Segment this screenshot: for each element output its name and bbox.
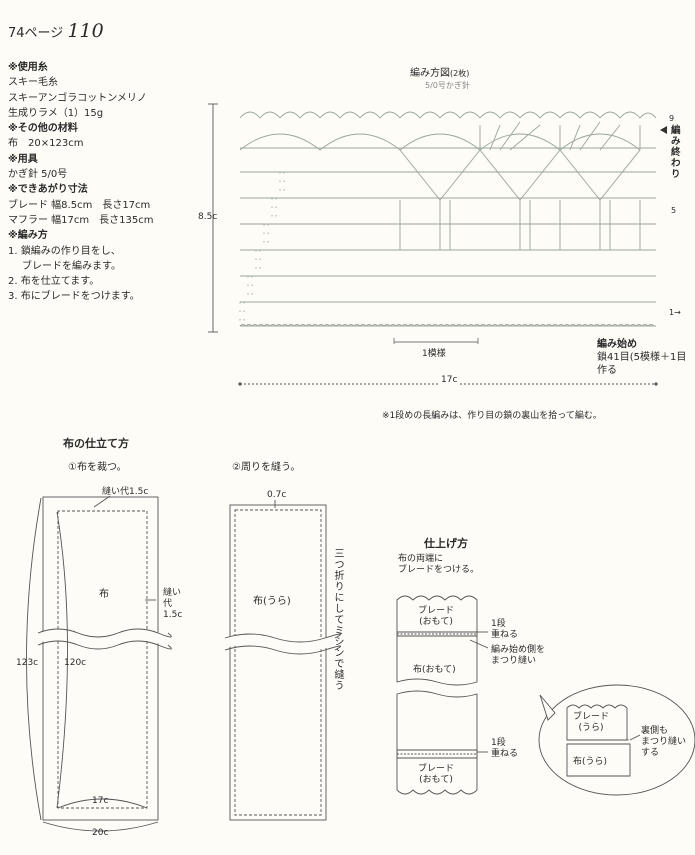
seam-label: 縫い代1.5c bbox=[102, 487, 149, 497]
back-2: まつり縫い bbox=[641, 737, 687, 747]
detail-braid-name: ブレード bbox=[573, 712, 610, 722]
seam-side-label: 縫い代1.5c bbox=[163, 588, 183, 620]
materials-line: ※編み方 bbox=[8, 230, 48, 242]
chart-note: ※1段めの長編みは、作り目の鎖の裏山を拾って編む。 bbox=[382, 411, 602, 421]
finish-desc2: ブレードをつける。 bbox=[398, 565, 480, 575]
back-1: 裏側も bbox=[641, 726, 669, 736]
materials-line: スキー毛糸 bbox=[8, 77, 58, 89]
materials-list: ※使用糸スキー毛糸スキーアンゴラコットンメリノ生成りラメ（1）15g ※その他の材… bbox=[8, 60, 153, 305]
finishing-drawing bbox=[396, 595, 695, 796]
hem-width-label: 0.7c bbox=[267, 490, 287, 500]
row-9-label: 9 bbox=[669, 114, 675, 123]
overlap-bottom-label: 1段 重ねる bbox=[491, 738, 518, 760]
materials-line: ※できあがり寸法 bbox=[8, 184, 88, 196]
width-label: 17c bbox=[438, 375, 461, 385]
fabric-label: 布 bbox=[99, 589, 109, 600]
row-5-label: 5 bbox=[671, 206, 677, 215]
start-label: 編み始め 鎖41目(5模様＋1目 作る bbox=[597, 338, 686, 377]
braid-top-label: ブレード (おもて) bbox=[418, 606, 454, 628]
materials-line: ※その他の材料 bbox=[8, 123, 78, 135]
overlap-bottom-1: 1段 bbox=[491, 738, 506, 748]
braid-bottom-side: (おもて) bbox=[419, 775, 453, 785]
chart-height-label: 8.5c bbox=[198, 212, 218, 222]
step2-label: ②周りを縫う。 bbox=[232, 462, 301, 473]
finish-desc: 布の両端に ブレードをつける。 bbox=[398, 554, 479, 576]
pattern-number: 110 bbox=[67, 20, 104, 42]
row-1-label: 1→ bbox=[669, 308, 681, 317]
chart-title-text: 編み方図 bbox=[410, 68, 450, 79]
repeat-label: 1模様 bbox=[422, 349, 446, 359]
materials-line: 1. 鎖編みの作り目をし、 bbox=[8, 245, 121, 257]
braid-top-side: (おもて) bbox=[419, 617, 453, 627]
detail-braid-label: ブレード (うら) bbox=[573, 712, 609, 734]
back-3: する bbox=[641, 748, 660, 758]
back-stitch-label: 裏側も まつり縫い する bbox=[641, 726, 686, 759]
hem-note: 三つ折りにしてミシンで縫う bbox=[332, 548, 343, 691]
materials-line: 生成りラメ（1）15g bbox=[8, 107, 104, 119]
materials-line: ※用具 bbox=[8, 153, 38, 165]
sewn-cloth-drawing bbox=[223, 500, 346, 821]
materials-line: マフラー 幅17cm 長さ135cm bbox=[8, 214, 154, 226]
materials-line: スキーアンゴラコットンメリノ bbox=[8, 92, 147, 104]
overlap-top-2: 重ねる bbox=[491, 630, 519, 640]
start-line1: 鎖41目(5模様＋1目 bbox=[597, 352, 687, 363]
start-title: 編み始め bbox=[597, 339, 637, 350]
braid-top-name: ブレード bbox=[418, 606, 455, 616]
width-outer-label: 20c bbox=[92, 828, 109, 838]
width-inner-label: 17c bbox=[92, 796, 109, 806]
start-line2: 作る bbox=[597, 365, 617, 376]
overlap-top-1: 1段 bbox=[491, 619, 506, 629]
cut-cloth-drawing bbox=[26, 495, 177, 832]
detail-braid-side: (うら) bbox=[578, 723, 604, 733]
stitch-1: 編み始め側を bbox=[491, 645, 546, 655]
chart-hook: 5/0号かぎ針 bbox=[425, 81, 470, 90]
stitch-2: まつり縫い bbox=[491, 656, 537, 666]
materials-line: 3. 布にブレードをつけます。 bbox=[8, 291, 140, 303]
page-reference: 74ページ 110 bbox=[8, 20, 104, 42]
materials-line: ※使用糸 bbox=[8, 62, 48, 73]
overlap-bottom-2: 重ねる bbox=[491, 749, 519, 759]
materials-line: 2. 布を仕立てます。 bbox=[8, 276, 100, 288]
detail-fabric-label: 布(うら) bbox=[573, 757, 608, 767]
fabric-back-label: 布(うら) bbox=[253, 596, 291, 607]
materials-line: ブレードを編みます。 bbox=[22, 260, 121, 272]
end-label: 編み終わり bbox=[671, 125, 681, 180]
materials-line: 布 20×123cm bbox=[8, 138, 84, 150]
length-total-label: 123c bbox=[16, 658, 39, 668]
fabric-front-label: 布(おもて) bbox=[413, 665, 456, 675]
braid-bottom-name: ブレード bbox=[418, 764, 455, 774]
crochet-chart bbox=[208, 103, 667, 386]
chart-count: (2枚) bbox=[450, 69, 470, 78]
overlap-top-label: 1段 重ねる bbox=[491, 619, 518, 641]
materials-line: かぎ針 5/0号 bbox=[8, 169, 68, 181]
cloth-section-title: 布の仕立て方 bbox=[63, 437, 129, 450]
page-prefix: 74ページ bbox=[8, 26, 64, 41]
chart-title: 編み方図(2枚) bbox=[410, 64, 469, 79]
finish-desc1: 布の両端に bbox=[398, 554, 444, 564]
materials-line: ブレード 幅8.5cm 長さ17cm bbox=[8, 199, 151, 211]
length-inner-label: 120c bbox=[64, 658, 87, 668]
braid-bottom-label: ブレード (おもて) bbox=[418, 764, 454, 786]
step1-label: ①布を裁つ。 bbox=[68, 462, 127, 473]
stitch-label: 編み始め側を まつり縫い bbox=[491, 645, 545, 667]
finish-title: 仕上げ方 bbox=[424, 537, 468, 550]
